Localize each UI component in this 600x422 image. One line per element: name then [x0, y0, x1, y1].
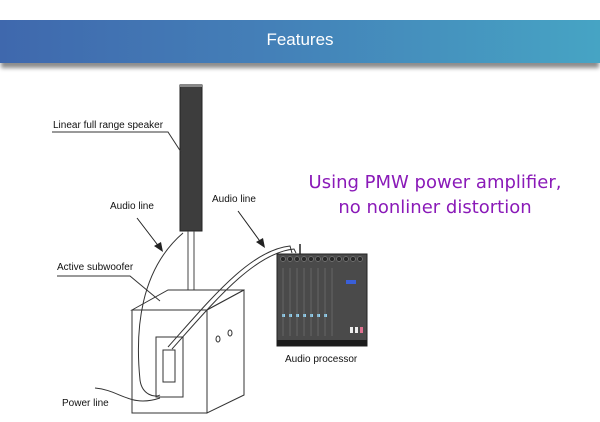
label-power-line: Power line	[62, 398, 109, 409]
column-speaker	[179, 84, 203, 232]
arrow-right-line	[237, 210, 263, 245]
feature-callout: Using PMW power amplifier, no nonliner d…	[275, 170, 595, 220]
speaker-top-cap	[180, 84, 202, 87]
label-processor: Audio processor	[285, 354, 358, 365]
processor-audio-cable-b	[171, 248, 297, 350]
side-knob-1	[215, 335, 221, 343]
processor-audio-cable-a	[167, 245, 293, 348]
subwoofer-leader	[57, 275, 161, 302]
label-audio-line-right: Audio line	[212, 194, 256, 205]
side-knob-2	[227, 329, 233, 337]
speaker-leader	[52, 131, 182, 153]
page-title: Features	[266, 30, 334, 49]
subwoofer-panel-inner	[162, 349, 176, 383]
label-speaker: Linear full range speaker	[53, 120, 164, 131]
arrow-left-line	[136, 217, 161, 249]
label-audio-line-left: Audio line	[110, 201, 154, 212]
arrow-left-head	[154, 242, 163, 252]
label-subwoofer: Active subwoofer	[57, 262, 134, 273]
audio-processor-mixer	[276, 244, 368, 347]
arrow-right-head	[256, 238, 265, 248]
header-banner: Features	[0, 20, 600, 63]
callout-line-2: no nonliner distortion	[338, 197, 532, 218]
callout-line-1: Using PMW power amplifier,	[308, 172, 562, 193]
power-cable	[94, 387, 161, 402]
subwoofer-side	[206, 289, 245, 414]
speaker-audio-cable	[137, 232, 184, 397]
